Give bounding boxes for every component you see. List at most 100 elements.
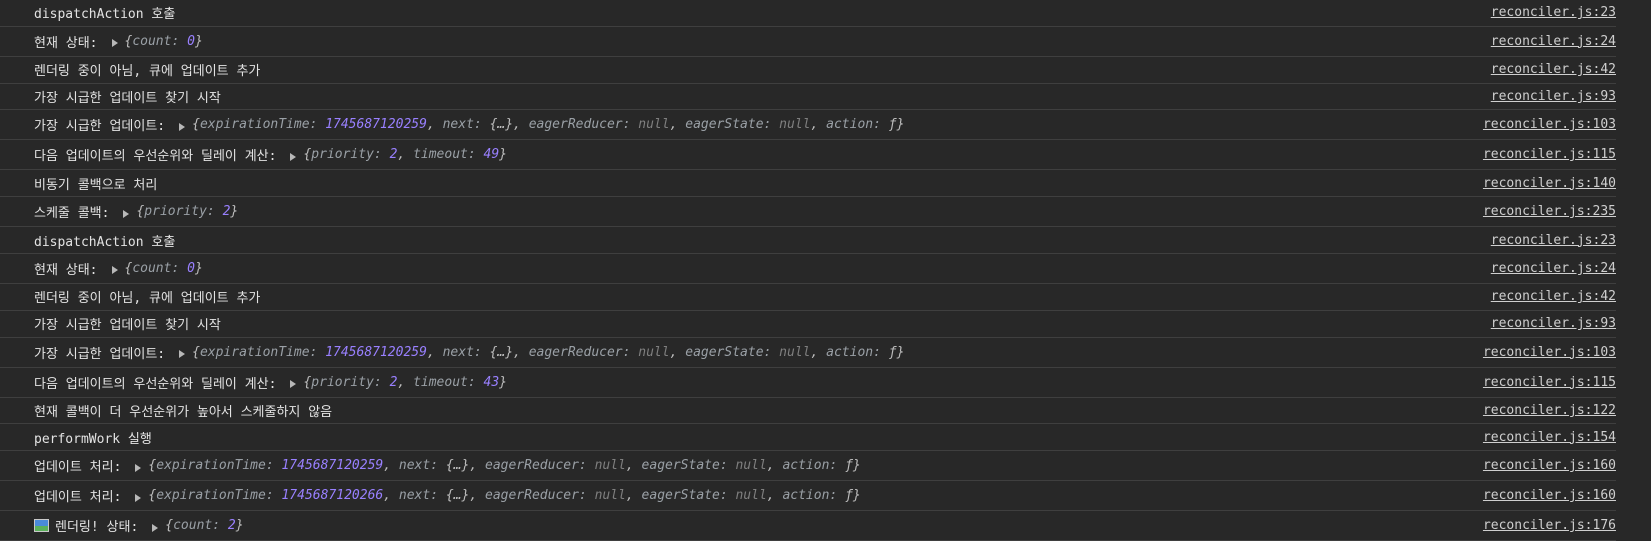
log-text: dispatchAction 호출: [34, 234, 176, 250]
object-value: 1745687120259: [325, 117, 427, 133]
object-key: eagerReducer:: [528, 344, 639, 360]
source-link[interactable]: reconciler.js:176: [1482, 518, 1616, 534]
object-preview[interactable]: {count: 0}: [125, 261, 203, 276]
expand-triangle-icon[interactable]: [111, 39, 118, 48]
object-value: 1745687120266: [281, 488, 384, 504]
object-key: action:: [782, 488, 846, 504]
source-link[interactable]: reconciler.js:235: [1482, 204, 1616, 220]
source-link[interactable]: reconciler.js:103: [1482, 117, 1616, 133]
console-log-row: 업데이트 처리:{expirationTime: 1745687120266, …: [0, 481, 1616, 512]
object-key: expirationTime:: [156, 488, 282, 504]
expand-triangle-icon[interactable]: [111, 266, 118, 275]
object-brace: }: [499, 374, 507, 390]
source-link[interactable]: reconciler.js:24: [1490, 260, 1616, 276]
log-text: 업데이트 처리:: [34, 460, 122, 476]
source-link[interactable]: reconciler.js:24: [1490, 33, 1616, 49]
source-link[interactable]: reconciler.js:115: [1482, 374, 1616, 390]
object-key: eagerReducer:: [485, 458, 595, 474]
object-key: eagerReducer:: [528, 117, 639, 133]
source-link[interactable]: reconciler.js:93: [1490, 88, 1616, 104]
object-key: next:: [398, 458, 446, 474]
expand-triangle-icon[interactable]: [135, 463, 142, 472]
object-preview[interactable]: {expirationTime: 1745687120259, next: {……: [192, 345, 904, 360]
object-value: ƒ: [845, 488, 853, 504]
object-preview[interactable]: {count: 2}: [165, 518, 243, 533]
log-text: 현재 상태:: [34, 35, 98, 51]
source-link[interactable]: reconciler.js:23: [1490, 232, 1616, 248]
console-log-row: 렌더링! 상태: {count: 2} reconciler.js:176: [0, 511, 1616, 541]
log-message: 가장 시급한 업데이트 찾기 시작: [34, 87, 221, 106]
object-value: 49: [483, 147, 500, 163]
console-log-row: 업데이트 처리: {expirationTime: 1745687120259, …: [0, 451, 1616, 482]
object-value: 2: [389, 374, 398, 390]
log-message: 업데이트 처리:{expirationTime: 1745687120266, …: [34, 486, 861, 505]
source-link[interactable]: reconciler.js:122: [1482, 402, 1616, 418]
log-message: performWork 실행: [34, 428, 152, 447]
source-link[interactable]: reconciler.js:93: [1490, 316, 1616, 332]
log-text: 렌더링! 상태:: [55, 520, 139, 536]
log-message: 가장 시급한 업데이트:{expirationTime: 17456871202…: [34, 343, 904, 362]
object-preview[interactable]: {priority: 2}: [136, 204, 238, 219]
expand-triangle-icon[interactable]: [152, 523, 159, 532]
object-key: count:: [132, 260, 188, 276]
object-preview[interactable]: {priority: 2, timeout: 49}: [303, 147, 507, 162]
source-link[interactable]: reconciler.js:160: [1482, 488, 1616, 504]
object-brace: }: [230, 204, 239, 220]
object-separator: ,: [469, 488, 485, 504]
source-link[interactable]: reconciler.js:42: [1490, 289, 1616, 305]
log-message: dispatchAction 호출: [34, 3, 175, 22]
console-log-row: 현재 상태: {count: 0} reconciler.js:24: [0, 27, 1616, 57]
object-brace: {: [192, 117, 200, 133]
expand-triangle-icon[interactable]: [123, 209, 130, 218]
object-value: 1745687120259: [325, 344, 427, 360]
source-link[interactable]: reconciler.js:154: [1482, 429, 1616, 445]
expand-triangle-icon[interactable]: [290, 380, 297, 389]
object-brace: {: [303, 374, 312, 390]
object-separator: ,: [810, 344, 827, 360]
object-preview[interactable]: {count: 0}: [125, 34, 203, 49]
expand-triangle-icon[interactable]: [135, 493, 142, 502]
expand-triangle-icon[interactable]: [290, 152, 297, 161]
source-link[interactable]: reconciler.js:140: [1482, 175, 1616, 191]
object-value: null: [735, 488, 767, 504]
object-preview[interactable]: {expirationTime: 1745687120259, next: {……: [148, 458, 860, 473]
object-value: 1745687120259: [281, 458, 384, 474]
log-message: dispatchAction 호출: [34, 231, 175, 250]
log-text: performWork 실행: [34, 431, 152, 447]
object-value: null: [594, 488, 626, 504]
object-key: next:: [442, 117, 490, 133]
expand-triangle-icon[interactable]: [179, 350, 186, 359]
expand-triangle-icon[interactable]: [179, 122, 186, 131]
log-text: 다음 업데이트의 우선순위와 딜레이 계산:: [34, 376, 277, 392]
object-value: {…}: [489, 117, 514, 133]
object-value: null: [735, 458, 767, 474]
source-link[interactable]: reconciler.js:23: [1490, 5, 1616, 21]
object-preview[interactable]: {expirationTime: 1745687120259, next: {……: [192, 117, 904, 132]
console-log-row: 가장 시급한 업데이트 찾기 시작 reconciler.js:93: [0, 84, 1616, 111]
object-separator: ,: [383, 458, 399, 474]
object-brace: }: [499, 147, 507, 163]
log-message: 비동기 콜백으로 처리: [34, 174, 157, 193]
source-link[interactable]: reconciler.js:115: [1482, 147, 1616, 163]
source-link[interactable]: reconciler.js:103: [1482, 344, 1616, 360]
object-separator: ,: [766, 458, 783, 474]
object-brace: }: [235, 518, 244, 534]
object-preview[interactable]: {expirationTime: 1745687120266, next: {……: [148, 488, 860, 503]
object-value: {…}: [445, 458, 470, 474]
object-preview[interactable]: {priority: 2, timeout: 43}: [303, 375, 507, 390]
object-key: count:: [132, 33, 188, 49]
object-separator: ,: [625, 488, 642, 504]
object-brace: {: [124, 33, 133, 49]
object-separator: ,: [426, 344, 443, 360]
log-text: dispatchAction 호출: [34, 7, 176, 23]
source-link[interactable]: reconciler.js:42: [1490, 62, 1616, 78]
object-value: ƒ: [888, 344, 897, 360]
object-key: action:: [782, 458, 846, 474]
object-key: expirationTime:: [156, 458, 282, 474]
object-separator: ,: [625, 458, 642, 474]
object-value: null: [779, 117, 811, 133]
source-link[interactable]: reconciler.js:160: [1482, 458, 1616, 474]
object-separator: ,: [669, 117, 686, 133]
